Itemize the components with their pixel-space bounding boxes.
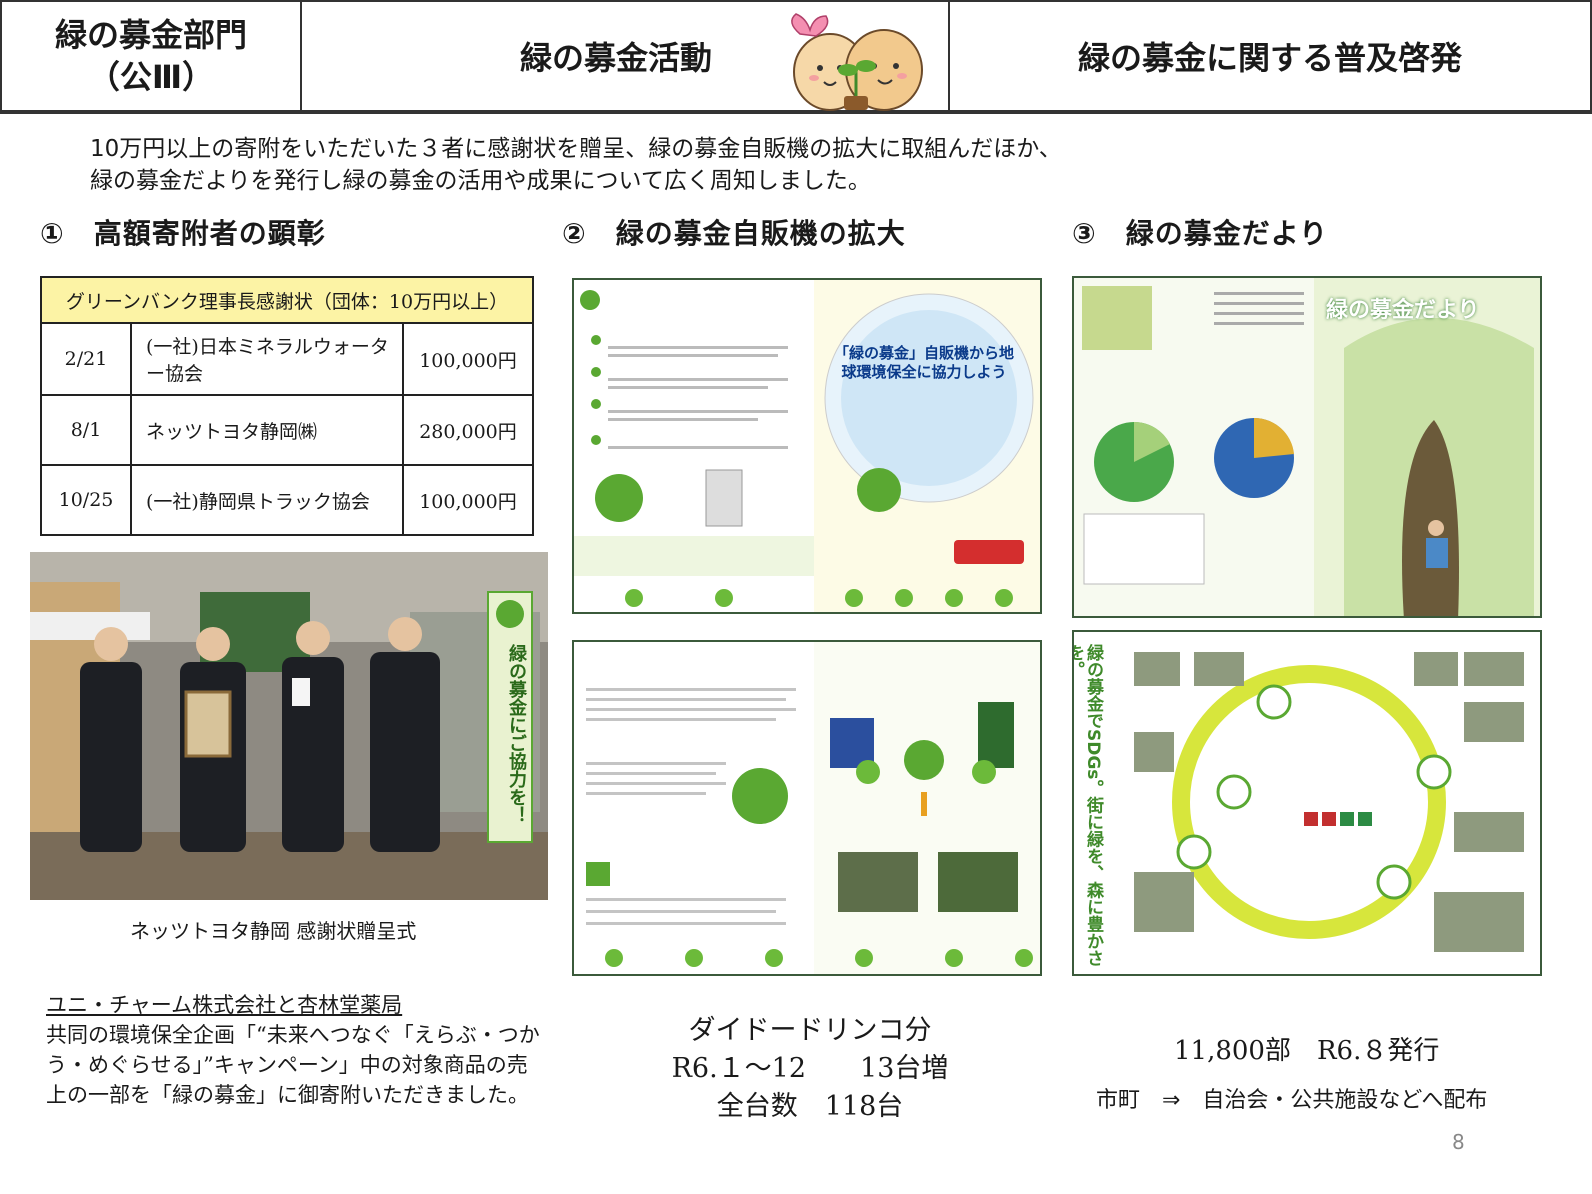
newsletter-cover-title: 緑の募金だより xyxy=(1326,298,1480,323)
vending-brochure-front: 「緑の募金」自販機から地球環境保全に協力しよう xyxy=(572,278,1042,614)
newsletter-circulation: 11,800部 R6.８発行 xyxy=(1174,1036,1440,1066)
donor-title: ユニ・チャーム株式会社と杏林堂薬局 xyxy=(46,993,403,1017)
photo-caption: ネッツトヨタ静岡 感謝状贈呈式 xyxy=(130,919,417,943)
row-name: ネッツトヨタ静岡㈱ xyxy=(130,394,404,466)
banner-text: 緑の募金にご協力を！ xyxy=(506,644,527,824)
section-title-cell: 緑の募金部門 （公Ⅲ） xyxy=(0,0,302,112)
row-date: 10/25 xyxy=(40,464,132,536)
section-2-title: ② 緑の募金自販機の拡大 xyxy=(562,217,906,250)
vending-line-3: 全台数 118台 xyxy=(716,1091,904,1122)
page-number: 8 xyxy=(1452,1130,1465,1154)
table-header-row: グリーンバンク理事長感謝状（団体：10万円以上） xyxy=(40,276,534,324)
brochure-headline: 「緑の募金」自販機から地球環境保全に協力しよう xyxy=(834,344,1015,381)
donor-body: 共同の環境保全企画「“未来へつなぐ「えらぶ・つかう・めぐらせる」”キャンペーン」… xyxy=(46,1023,540,1107)
newsletter-spread: 緑の募金でSDGs。街に緑を、森に豊かさを。 xyxy=(1072,630,1542,976)
section-code: （公Ⅲ） xyxy=(87,58,215,96)
row-name: (一社)日本ミネラルウォーター協会 xyxy=(130,322,404,396)
section-1-title: ① 高額寄附者の顕彰 xyxy=(40,217,326,250)
table-row: 2/21 (一社)日本ミネラルウォーター協会 100,000円 xyxy=(40,322,534,396)
intro-line-2: 緑の募金だよりを発行し緑の募金の活用や成果について広く周知しました。 xyxy=(90,168,871,194)
row-amount: 100,000円 xyxy=(402,322,534,396)
intro-line-1: 10万円以上の寄附をいただいた３者に感謝状を贈呈、緑の募金自販機の拡大に取組んだ… xyxy=(90,136,1062,162)
ceremony-photo: 緑の募金にご協力を！ xyxy=(30,552,548,900)
newsletter-front: 緑の募金だより xyxy=(1072,276,1542,618)
donor-block: ユニ・チャーム株式会社と杏林堂薬局 共同の環境保全企画「“未来へつなぐ「えらぶ・… xyxy=(46,990,546,1110)
vending-line-1: ダイドードリンコ分 xyxy=(688,1015,932,1046)
row-name: (一社)静岡県トラック協会 xyxy=(130,464,404,536)
section-3-title: ③ 緑の募金だより xyxy=(1072,217,1329,250)
page-header: 緑の募金部門 （公Ⅲ） 緑の募金活動 緑の募金に関する普及啓発 xyxy=(0,0,1592,114)
section-name: 緑の募金部門 xyxy=(54,16,247,54)
row-amount: 280,000円 xyxy=(402,394,534,466)
mascot-illustration xyxy=(791,13,923,111)
vending-brochure-back xyxy=(572,640,1042,976)
newsletter-spread-title: 緑の募金でSDGs。街に緑を、森に豊かさを。 xyxy=(1072,644,1103,967)
thanks-table: グリーンバンク理事長感謝状（団体：10万円以上） 2/21 (一社)日本ミネラル… xyxy=(40,276,534,536)
vending-line-2: R6.１～12 13台増 xyxy=(671,1053,949,1084)
intro-text: 10万円以上の寄附をいただいた３者に感謝状を贈呈、緑の募金自販機の拡大に取組んだ… xyxy=(90,133,1062,197)
vending-summary: ダイドードリンコ分 R6.１～12 13台増 全台数 118台 xyxy=(620,1012,1000,1126)
promotion-title: 緑の募金に関する普及啓発 xyxy=(1077,39,1462,77)
activity-cell: 緑の募金活動 xyxy=(302,0,948,112)
newsletter-distribution: 市町 ⇒ 自治会・公共施設などへ配布 xyxy=(1096,1088,1488,1113)
row-date: 2/21 xyxy=(40,322,132,396)
promotion-cell: 緑の募金に関する普及啓発 xyxy=(948,0,1592,112)
activity-title: 緑の募金活動 xyxy=(520,39,713,77)
table-row: 10/25 (一社)静岡県トラック協会 100,000円 xyxy=(40,464,534,536)
table-header: グリーンバンク理事長感謝状（団体：10万円以上） xyxy=(40,276,534,324)
row-amount: 100,000円 xyxy=(402,464,534,536)
row-date: 8/1 xyxy=(40,394,132,466)
table-row: 8/1 ネッツトヨタ静岡㈱ 280,000円 xyxy=(40,394,534,466)
